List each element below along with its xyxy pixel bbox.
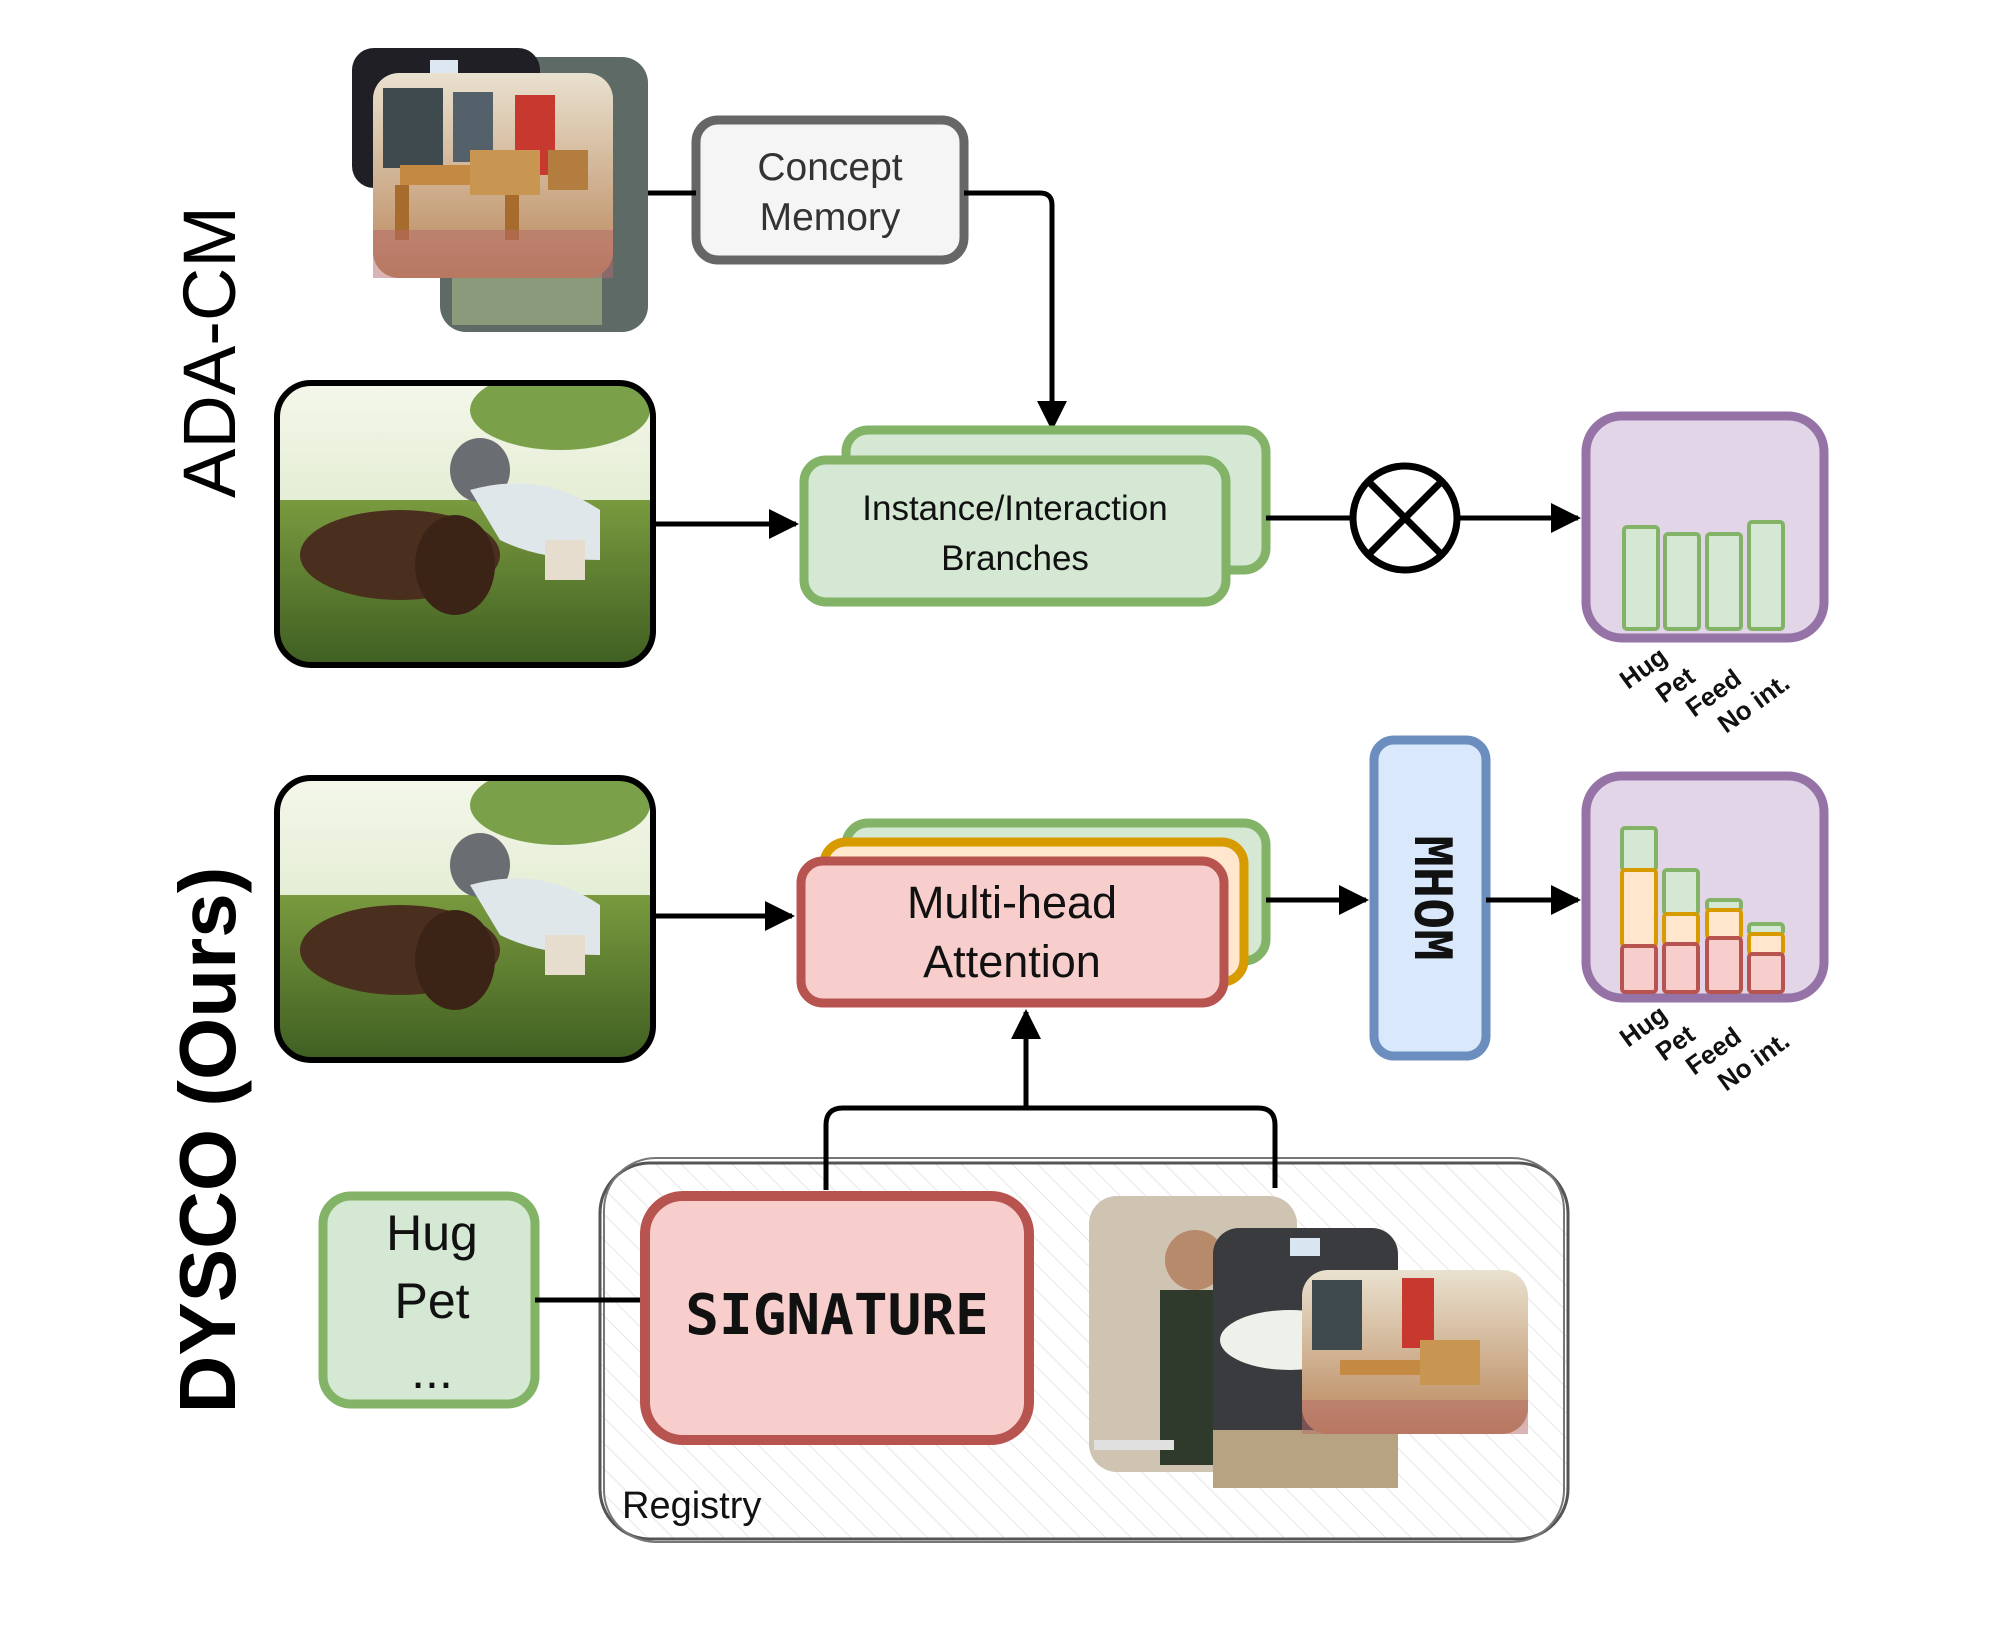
top-bar-hug [1622,525,1660,631]
top-bar-pet [1663,532,1701,631]
section-label-ada-cm: ADA-CM [168,206,251,498]
signature-label: SIGNATURE [685,1283,988,1348]
top-chart-bars [1622,520,1785,631]
bottom-chart-bars [1620,826,1785,994]
concept-memory-label-line2: Memory [760,196,901,239]
bottom-bar-hug-red [1620,944,1658,994]
bottom-bar-no-int--red [1747,952,1785,994]
top-bar-no-int- [1747,520,1785,631]
branches-label-line2: Branches [941,539,1089,578]
class-list-item-3: ... [411,1343,453,1399]
mhom-label: MHOM [1402,835,1462,960]
attention-label-line2: Attention [923,936,1101,987]
registry-label: Registry [622,1485,761,1527]
signature-box [640,1191,1034,1445]
class-list-item-2: Pet [394,1273,469,1329]
attention-box-front-red [796,856,1229,1008]
tensor-product-symbol [1349,462,1461,574]
concept-memory-label-line1: Concept [757,146,902,189]
section-label-dysco: DYSCO (Ours) [163,867,252,1414]
bottom-bar-feed-orange [1705,908,1743,940]
bottom-bar-hug-orange [1620,868,1658,948]
query-photo-top [274,380,656,668]
edge-registry-to-attention [823,1105,1278,1190]
edge-memory-to-branches [964,190,1067,431]
query-photo-bottom [274,775,656,1063]
attention-label-line1: Multi-head [907,877,1117,928]
bottom-bar-pet-red [1662,942,1700,994]
branches-box-front [799,455,1231,607]
branches-label-line1: Instance/Interaction [862,489,1167,528]
concept-memory-box [691,115,969,265]
registry-photo-stack [1089,1196,1528,1488]
bottom-bar-feed-red [1705,936,1743,994]
class-list-item-1: Hug [386,1205,478,1261]
bottom-bar-pet-orange [1662,912,1700,946]
bottom-bar-pet-green [1662,868,1700,916]
bottom-bar-hug-green [1620,826,1658,872]
top-bar-feed [1705,532,1743,631]
bottom-bar-no-int--orange [1747,932,1785,956]
memory-photo-stack [352,48,648,332]
